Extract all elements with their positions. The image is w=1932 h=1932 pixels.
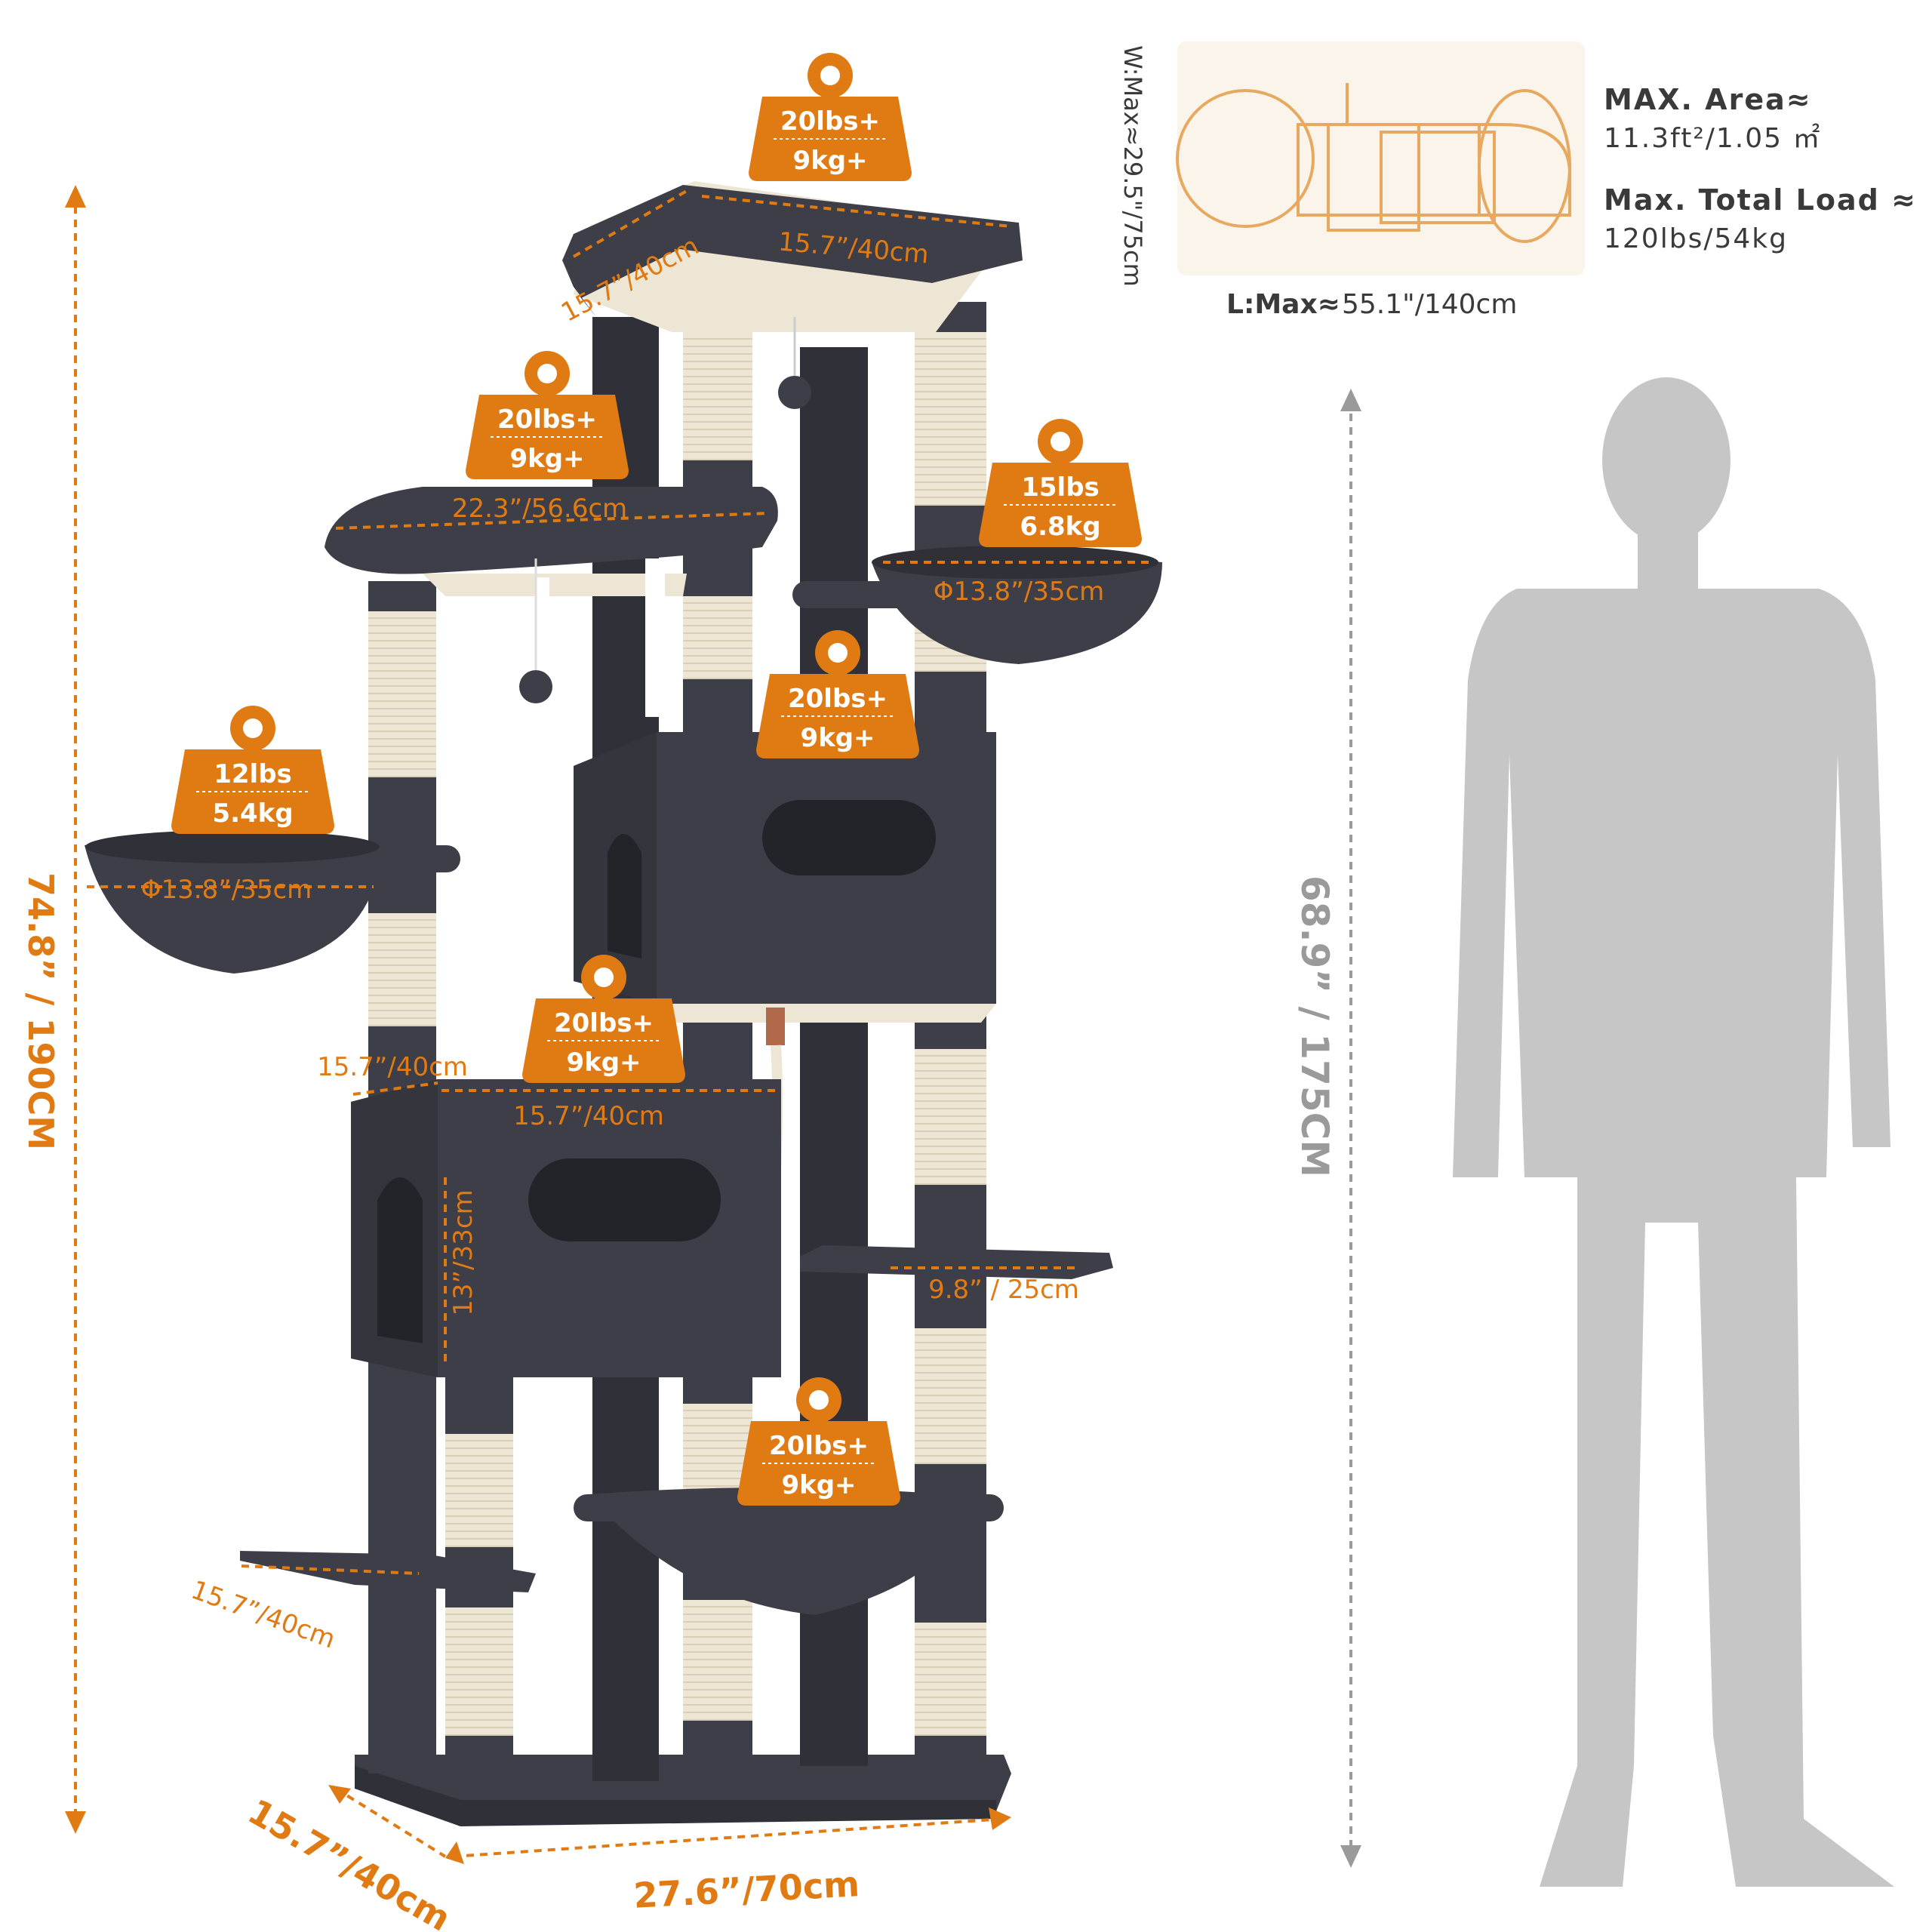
weight-badge-top: 20lbs+ 9kg+ (748, 52, 912, 182)
person-silhouette (1453, 377, 1894, 1887)
weight-lbs: 20lbs+ (554, 1008, 654, 1038)
upper-condo (574, 732, 996, 1246)
upper-platform (325, 487, 778, 717)
weight-kg: 9kg+ (792, 146, 867, 176)
weight-kg: 6.8kg (1020, 512, 1100, 542)
area-value: 11.3ft²/1.05 ㎡ (1604, 122, 1821, 154)
weight-lbs: 12lbs (214, 759, 292, 789)
dimension-lines (74, 187, 1155, 1858)
weight-badge-upper-condo: 20lbs+ 9kg+ (755, 629, 920, 759)
dim-left-basket: Φ13.8”/35cm (141, 875, 312, 905)
tree-base-edge (355, 1766, 996, 1826)
toy-ball (778, 376, 811, 409)
weight-badge-upper-platform: 20lbs+ 9kg+ (465, 350, 629, 480)
weight-lbs: 15lbs (1021, 472, 1100, 503)
overall-width-label: 27.6”/70cm (632, 1863, 860, 1916)
load-title: Max. Total Load ≈ (1604, 183, 1917, 217)
left-step (240, 1551, 536, 1592)
left-basket (85, 830, 460, 974)
dim-condo-height: 13”/33cm (448, 1189, 478, 1315)
weight-lbs: 20lbs+ (497, 405, 597, 435)
cat-tree (85, 181, 1162, 1826)
right-upper-basket (792, 546, 1162, 664)
footprint-width-label: W:Max≈29.5"/75cm (1118, 45, 1147, 287)
area-title: MAX. Area≈ (1604, 83, 1812, 116)
person-dimension-line (1340, 389, 1361, 1868)
weight-kg: 9kg+ (509, 444, 584, 474)
weight-lbs: 20lbs+ (788, 684, 888, 714)
dim-upper-platform: 22.3”/56.6cm (452, 494, 627, 524)
weight-kg: 5.4kg (212, 798, 293, 829)
post-left-lower (445, 1343, 513, 1766)
top-perch (562, 181, 1023, 409)
dim-condo-front: 15.7”/40cm (513, 1101, 664, 1131)
weight-kg: 9kg+ (800, 723, 875, 753)
weight-badge-hammock: 20lbs+ 9kg+ (737, 1377, 901, 1506)
load-value: 120lbs/54kg (1604, 223, 1788, 254)
person-height-label: 68.9” / 175CM (1293, 875, 1337, 1177)
footprint-panel (1176, 42, 1585, 275)
dim-right-step: 9.8” / 25cm (928, 1275, 1079, 1305)
footprint-length-prefix: L:Max≈ (1226, 289, 1340, 320)
footprint-length-value: 55.1"/140cm (1342, 289, 1517, 320)
weight-lbs: 20lbs+ (769, 1431, 869, 1461)
weight-badge-right-basket: 15lbs 6.8kg (978, 418, 1143, 548)
weight-badge-left-basket: 12lbs 5.4kg (171, 705, 335, 835)
dim-right-basket: Φ13.8”/35cm (934, 577, 1105, 607)
dim-condo-side: 15.7”/40cm (317, 1052, 468, 1082)
dimension-arrowheads (65, 185, 1011, 1864)
weight-lbs: 20lbs+ (780, 106, 880, 137)
tree-base (355, 1755, 1011, 1811)
weight-badge-lower-condo: 20lbs+ 9kg+ (521, 954, 686, 1084)
right-step (800, 1245, 1113, 1279)
lower-condo (351, 1079, 781, 1377)
overall-height-label: 74.8” / 190CM (20, 872, 61, 1150)
weight-kg: 9kg+ (566, 1048, 641, 1078)
weight-kg: 9kg+ (781, 1470, 856, 1500)
dim-left-step: 15.7”/40cm (187, 1575, 339, 1655)
